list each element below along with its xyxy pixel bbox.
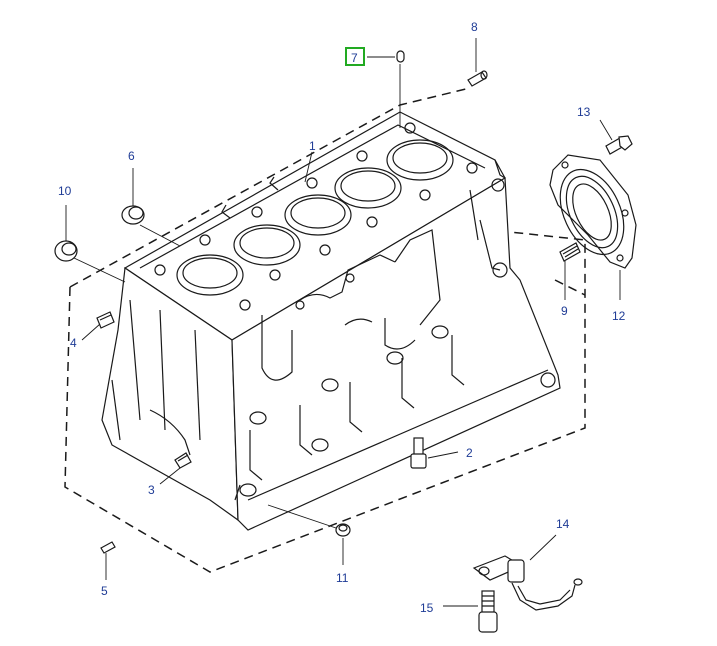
callout-6[interactable]: 6 [128, 149, 135, 163]
stud-part-4 [96, 311, 115, 329]
stud-part-9 [559, 242, 581, 262]
bolt-part-2 [410, 437, 427, 469]
plug-part-3 [174, 452, 192, 469]
callout-9[interactable]: 9 [561, 304, 568, 318]
o-ring-part-7 [396, 50, 405, 63]
leader-lines [65, 38, 621, 607]
rear-oil-seal-housing [549, 154, 637, 269]
callout-2[interactable]: 2 [466, 446, 473, 460]
plug-part-11 [335, 523, 351, 537]
callout-14[interactable]: 14 [556, 517, 570, 531]
callout-10[interactable]: 10 [58, 184, 72, 198]
oil-jet-part-14 [472, 555, 583, 611]
callout-12[interactable]: 12 [612, 309, 626, 323]
cylinder-block [101, 111, 561, 531]
bolt-part-13 [605, 135, 633, 155]
callout-7[interactable]: 7 [351, 51, 358, 65]
callout-labels: 1 2 3 4 5 6 7 8 9 10 11 12 13 14 15 [58, 20, 626, 615]
core-plug-part-6 [121, 205, 145, 225]
core-plug-part-10 [54, 240, 78, 262]
callout-11[interactable]: 11 [336, 571, 349, 585]
callout-5[interactable]: 5 [101, 584, 108, 598]
dowel-part-8 [467, 70, 488, 87]
bolt-part-15 [478, 590, 498, 633]
callout-4[interactable]: 4 [70, 336, 77, 350]
dowel-part-5 [100, 541, 116, 554]
callout-1[interactable]: 1 [309, 139, 316, 153]
callout-15[interactable]: 15 [420, 601, 434, 615]
callout-13[interactable]: 13 [577, 105, 591, 119]
callout-8[interactable]: 8 [471, 20, 478, 34]
callout-7-highlight-box [345, 47, 365, 66]
callout-3[interactable]: 3 [148, 483, 155, 497]
